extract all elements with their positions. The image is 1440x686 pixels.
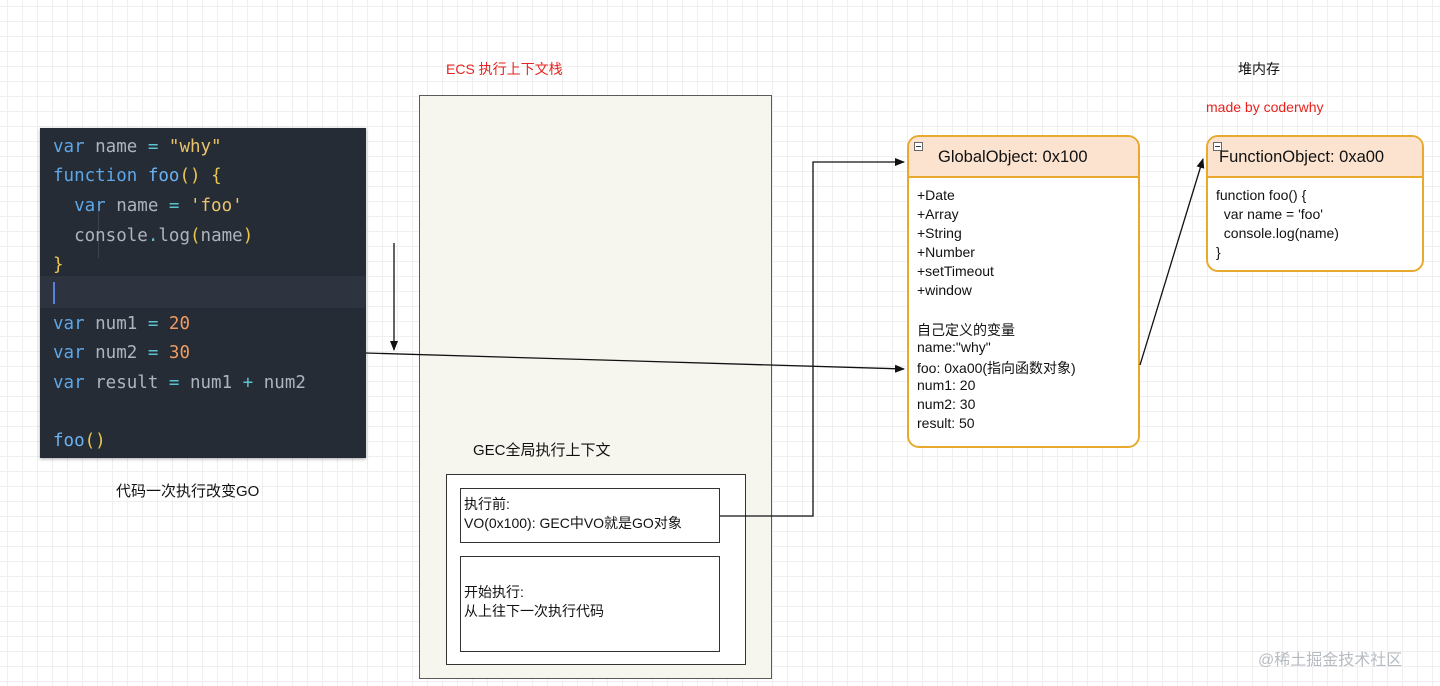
code-token: function (53, 166, 138, 186)
code-token: foo (53, 431, 85, 451)
code-token: () (84, 431, 106, 451)
code-token: ( (189, 226, 201, 246)
function-object-prop: var name = 'foo' (1216, 206, 1323, 222)
code-line: foo() (53, 427, 106, 456)
function-object-prop: function foo() { (1216, 187, 1307, 203)
collapse-icon[interactable] (1213, 142, 1222, 151)
code-token: } (53, 255, 64, 275)
code-line: } (53, 251, 64, 280)
credit-label: made by coderwhy (1206, 99, 1324, 115)
code-line: var name = 'foo' (53, 192, 243, 221)
code-token: + (242, 373, 254, 393)
function-object-box: FunctionObject: 0xa00 function foo() { v… (1206, 135, 1424, 272)
global-object-prop: +String (917, 225, 962, 241)
code-token: name (200, 226, 243, 246)
code-token: name (84, 137, 148, 157)
global-object-prop: +setTimeout (917, 263, 994, 279)
code-token: var (53, 343, 85, 363)
code-caption: 代码一次执行改变GO (116, 483, 260, 500)
code-token: var (53, 196, 106, 216)
code-token: = (147, 137, 159, 157)
current-line-highlight (40, 276, 366, 308)
code-token: "why" (158, 137, 222, 157)
code-token: . (147, 226, 159, 246)
gec-start-line2: 从上往下一次执行代码 (464, 603, 604, 619)
global-object-box: GlobalObject: 0x100 +Date +Array +String +N… (907, 135, 1140, 448)
code-token: 20 (158, 314, 190, 334)
code-token: console (53, 226, 148, 246)
function-object-title: FunctionObject: 0xa00 (1219, 148, 1385, 166)
code-line: console.log(name) (53, 222, 253, 251)
global-object-prop: +Date (917, 187, 955, 203)
code-token: = (168, 196, 180, 216)
code-line: var result = num1 + num2 (53, 369, 306, 398)
global-object-prop: result: 50 (917, 415, 975, 431)
global-object-prop: +window (917, 282, 972, 298)
code-token: = (168, 373, 180, 393)
indent-guide (98, 202, 99, 258)
code-token: = (147, 343, 159, 363)
gec-before-box: 执行前: VO(0x100): GEC中VO就是GO对象 (460, 488, 720, 543)
gec-start-box: 开始执行: 从上往下一次执行代码 (460, 556, 720, 652)
code-token: log (158, 226, 190, 246)
global-object-prop: num1: 20 (917, 377, 976, 393)
code-token: { (200, 166, 222, 186)
code-line: function foo() { (53, 162, 222, 191)
code-token: 'foo' (179, 196, 243, 216)
code-token: name (105, 196, 169, 216)
global-object-prop: num2: 30 (917, 396, 976, 412)
foo-to-functionobject-arrow (1139, 158, 1205, 366)
collapse-icon[interactable] (914, 142, 923, 151)
global-object-prop: name:"why" (917, 339, 991, 355)
global-object-prop: 自己定义的变量 (917, 322, 1015, 338)
code-token: foo (137, 166, 180, 186)
function-object-prop: } (1216, 244, 1221, 260)
code-token: var (53, 137, 85, 157)
code-token: var (53, 373, 85, 393)
heap-title: 堆内存 (1238, 61, 1280, 77)
function-object-prop: console.log(name) (1216, 225, 1339, 241)
code-token: () (179, 166, 201, 186)
code-editor: var name = "why"function foo() { var nam… (40, 128, 366, 458)
gec-start-line1: 开始执行: (464, 584, 524, 600)
code-token: 30 (158, 343, 190, 363)
code-line: var num2 = 30 (53, 339, 190, 368)
global-object-prop: foo: 0xa00(指向函数对象) (917, 360, 1076, 376)
gec-before-line2: VO(0x100): GEC中VO就是GO对象 (464, 515, 682, 531)
gec-before-line1: 执行前: (464, 496, 510, 512)
global-object-header: GlobalObject: 0x100 (909, 137, 1138, 178)
code-line: var name = "why" (53, 133, 222, 162)
code-token: var (53, 314, 85, 334)
gec-title: GEC全局执行上下文 (473, 442, 611, 459)
code-token: num1 (84, 314, 148, 334)
code-token: = (147, 314, 159, 334)
code-token: ) (242, 226, 254, 246)
text-caret (53, 282, 55, 304)
function-object-header: FunctionObject: 0xa00 (1208, 137, 1422, 178)
code-token: num2 (253, 373, 306, 393)
code-token: num1 (179, 373, 243, 393)
code-to-globalobject-arrow (365, 352, 905, 373)
global-object-prop: +Number (917, 244, 975, 260)
global-object-prop: +Array (917, 206, 959, 222)
vo-to-globalobject-arrow (720, 158, 905, 517)
global-object-title: GlobalObject: 0x100 (938, 148, 1088, 166)
code-token: num2 (84, 343, 148, 363)
code-token: result (84, 373, 169, 393)
watermark: @稀土掘金技术社区 (1258, 652, 1403, 669)
code-line: var num1 = 20 (53, 310, 190, 339)
ecs-title: ECS 执行上下文栈 (446, 61, 563, 77)
